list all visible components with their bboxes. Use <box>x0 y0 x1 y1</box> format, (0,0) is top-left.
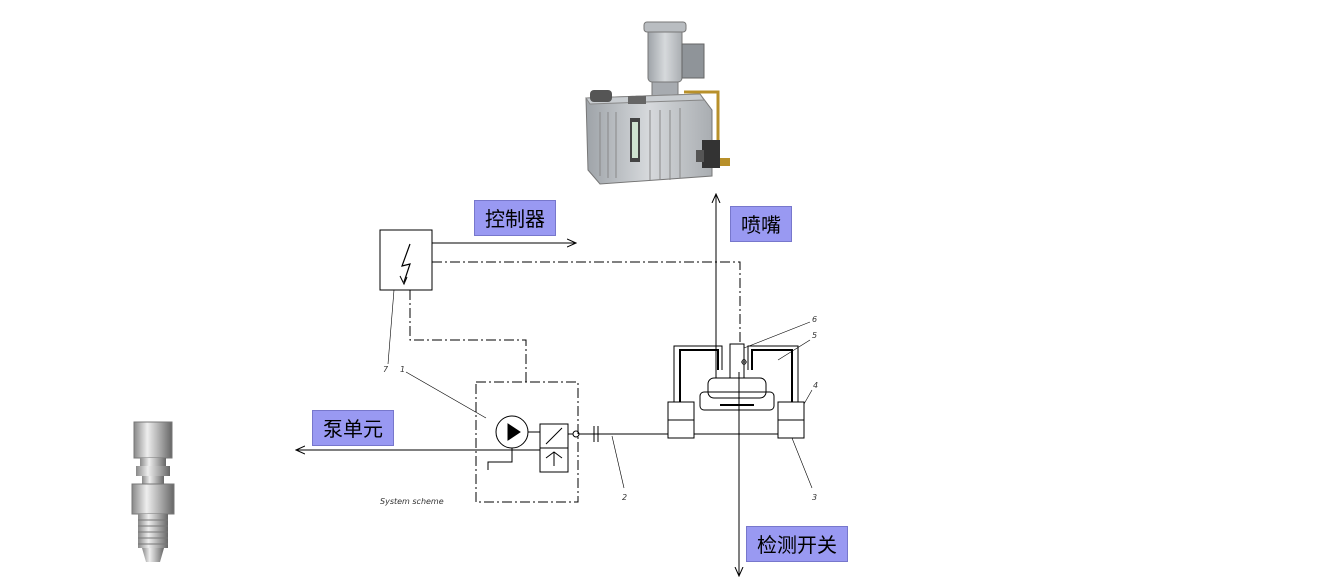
diagram-caption: System scheme <box>380 497 444 506</box>
part-number-1: 1 <box>400 365 405 374</box>
part-number-2: 2 <box>622 493 627 502</box>
controller-box <box>379 229 433 291</box>
part-number-5: 5 <box>812 331 817 340</box>
pump-unit-photo <box>585 21 730 185</box>
nozzle-label: 喷嘴 <box>730 206 792 242</box>
svg-text:Φ: Φ <box>740 359 749 365</box>
lightning-icon <box>401 243 411 283</box>
fitting-photo <box>131 421 175 562</box>
detection-switch-label: 检测开关 <box>746 526 848 562</box>
controller-label: 控制器 <box>474 200 556 236</box>
hydraulic-schematic: Φ <box>296 194 813 576</box>
part-number-6: 6 <box>812 315 817 324</box>
part-number-4: 4 <box>813 381 818 390</box>
pump-unit-label: 泵单元 <box>312 410 394 446</box>
part-number-7: 7 <box>383 365 389 374</box>
part-number-3: 3 <box>812 493 817 502</box>
